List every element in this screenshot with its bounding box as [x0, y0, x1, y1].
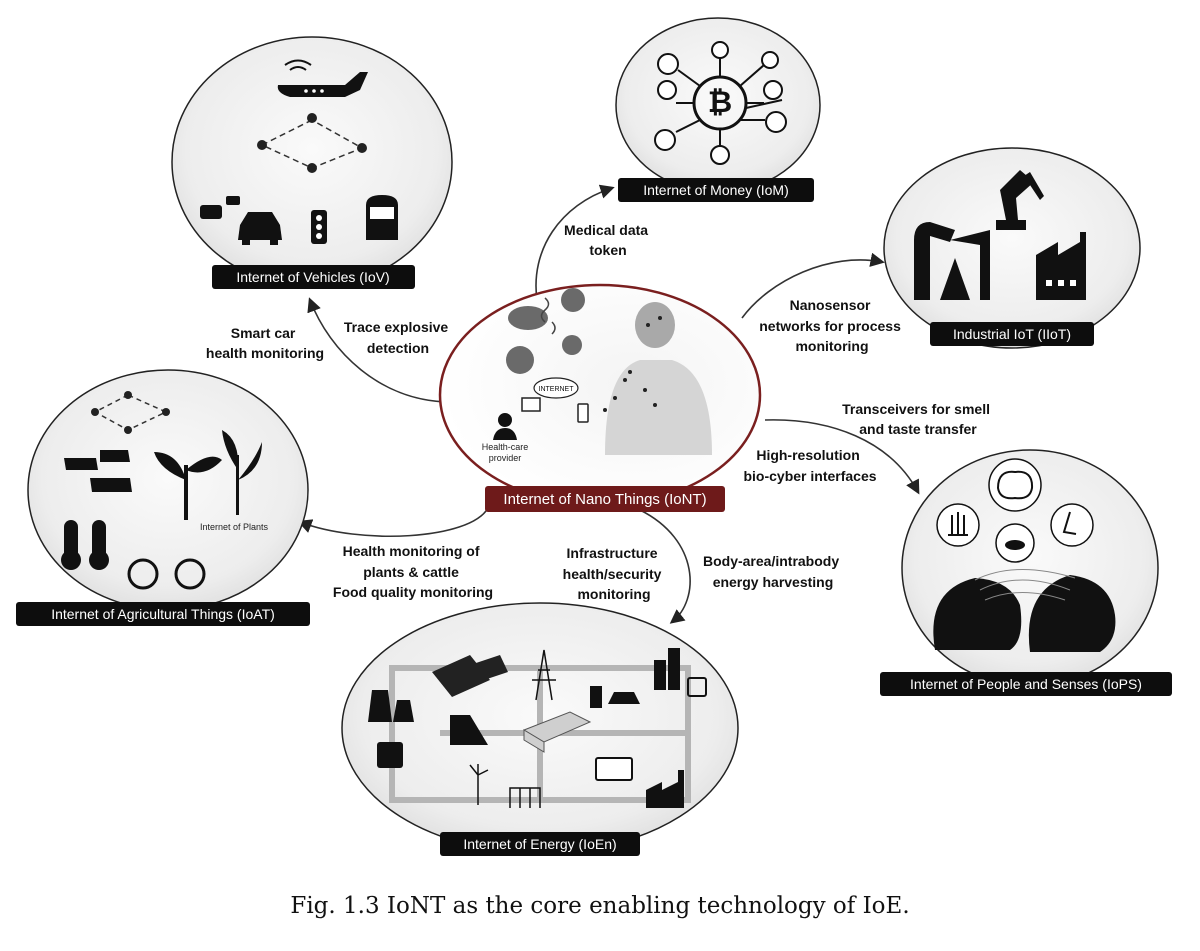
- nose-icon: [1062, 511, 1077, 535]
- link-label-ioat: Health monitoring of plants & cattle Foo…: [333, 543, 493, 600]
- power-plant-icon: [368, 690, 414, 722]
- brain-icon: [996, 470, 1034, 500]
- traffic-light-icon: [311, 210, 327, 244]
- ev-charging-icon: [590, 686, 640, 708]
- car-icon: [238, 212, 282, 245]
- arrow-to-iiot: [741, 252, 885, 319]
- battery-icon: [595, 757, 633, 781]
- drone-formation-icon: [91, 391, 170, 434]
- human-body-icon: [605, 302, 712, 455]
- iom-label: Internet of Money (IoM): [643, 182, 789, 198]
- iont-core: INTERNET Health-care provider Internet o…: [438, 283, 762, 512]
- hydro-dam-icon: [450, 715, 488, 745]
- city-buildings-icon: [654, 648, 680, 690]
- iiot-bubble: Industrial IoT (IIoT): [883, 147, 1141, 349]
- link-label-iom: Medical data token: [564, 222, 652, 258]
- arrows: [297, 184, 920, 624]
- iops-bubble: Internet of People and Senses (IoPS): [880, 449, 1172, 696]
- mouth-icon: [1005, 540, 1025, 550]
- internet-of-plants-label: Internet of Plants: [200, 522, 269, 532]
- plant-sensor-icon: [222, 430, 262, 515]
- bitcoin-icon: ₿: [708, 86, 732, 119]
- phone-icon: [577, 403, 589, 423]
- arrow-to-iov: [307, 297, 448, 403]
- link-label-ioen-b: Body-area/intrabody energy harvesting: [703, 553, 843, 590]
- arrow-to-iom: [535, 184, 615, 301]
- ioen-bubble: Internet of Energy (IoEn): [341, 602, 739, 856]
- cattle-icon: [64, 450, 132, 492]
- water-recycle-icon: [127, 558, 206, 590]
- link-label-iiot: Nanosensor networks for process monitori…: [759, 297, 905, 354]
- airplane-icon: [277, 72, 368, 97]
- temperature-icon: [61, 520, 109, 570]
- wifi-icon: [284, 59, 312, 71]
- connection-lines: [974, 568, 1076, 601]
- link-label-iops-a: Transceivers for smell and taste transfe…: [842, 401, 994, 437]
- head-silhouettes-icon: [933, 575, 1116, 652]
- solar-panel-icon: [432, 655, 508, 697]
- iops-label: Internet of People and Senses (IoPS): [910, 676, 1142, 692]
- link-label-iov-a: Smart car health monitoring: [206, 325, 324, 361]
- arrow-to-iops: [764, 419, 920, 495]
- factory-icon: [646, 770, 684, 808]
- figure-caption: Fig. 1.3 IoNT as the core enabling techn…: [290, 893, 910, 919]
- factory-icon: [1036, 232, 1086, 300]
- plant-icon: [154, 452, 222, 520]
- health-care-label-2: provider: [489, 453, 522, 463]
- link-label-iops-b: High-resolution bio-cyber interfaces: [743, 447, 876, 484]
- health-care-label-1: Health-care: [482, 442, 529, 452]
- train-icon: [366, 195, 398, 240]
- arrow-to-ioat: [297, 507, 489, 538]
- nanoparticles: [603, 316, 662, 412]
- robot-arm-icon: [996, 170, 1044, 230]
- doctor-icon: [493, 413, 517, 440]
- oil-pump-icon: [914, 222, 990, 300]
- computer-icon: [521, 397, 541, 412]
- small-cars-icon: [200, 196, 240, 219]
- internet-label: INTERNET: [539, 386, 575, 393]
- iont-label: Internet of Nano Things (IoNT): [503, 491, 706, 508]
- wind-turbine-icon: [469, 764, 489, 805]
- senses-icons: [936, 458, 1094, 563]
- bitcoin-network-icon: [654, 41, 787, 165]
- power-socket-icon: [687, 677, 707, 697]
- iov-label: Internet of Vehicles (IoV): [236, 269, 389, 285]
- link-label-iov-b: Trace explosive detection: [344, 319, 452, 356]
- iom-bubble: ₿ Internet of Money (IoM): [615, 17, 821, 202]
- nanobot-icons: [506, 288, 585, 374]
- ioat-label: Internet of Agricultural Things (IoAT): [51, 606, 275, 622]
- substation-icon: [509, 787, 541, 808]
- arrow-to-ioen: [639, 509, 691, 624]
- iov-bubble: Internet of Vehicles (IoV): [171, 36, 453, 289]
- hand-icon: [948, 512, 968, 536]
- drone-formation-icon: [257, 113, 367, 173]
- ioat-bubble: Internet of Plants Internet of Agricultu…: [16, 369, 310, 626]
- link-label-ioen-a: Infrastructure health/security monitorin…: [563, 545, 666, 602]
- internet-cloud-icon: [533, 377, 579, 399]
- nuclear-icon: [377, 742, 403, 768]
- battery-storage-icon: [522, 711, 592, 753]
- iiot-label: Industrial IoT (IIoT): [953, 326, 1071, 342]
- dna-icon: [540, 297, 556, 335]
- ioen-label: Internet of Energy (IoEn): [463, 836, 616, 852]
- transmission-tower-icon: [532, 649, 556, 701]
